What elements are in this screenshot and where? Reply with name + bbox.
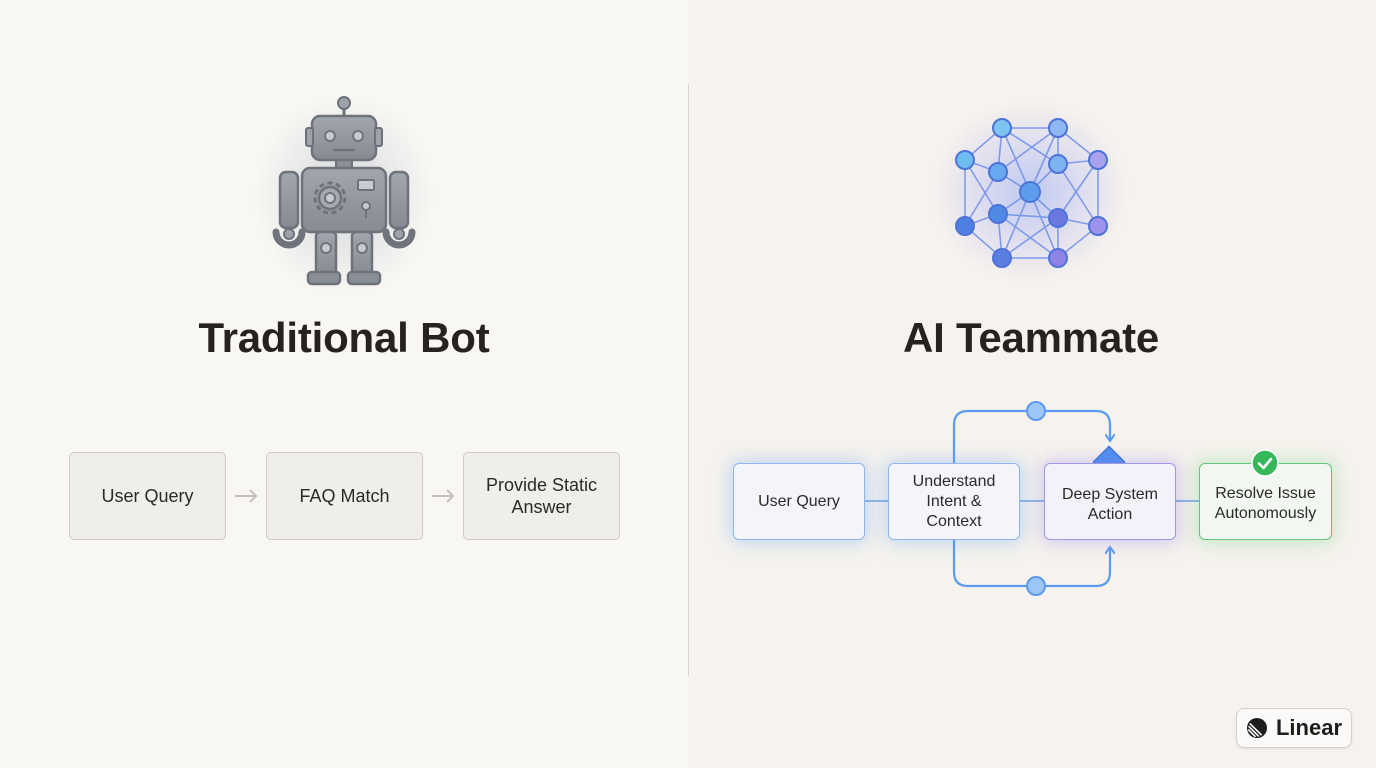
right-step-label: Resolve Issue Autonomously: [1214, 484, 1317, 522]
checkmark-icon: [1251, 449, 1279, 477]
robot-icon: [254, 86, 434, 296]
right-step-label: Understand Intent & Context: [912, 472, 996, 530]
brand-name: Linear: [1275, 715, 1343, 740]
right-step-user-query: User Query: [733, 463, 865, 540]
left-step-label: Provide Static Answer: [485, 475, 598, 517]
left-step-user-query: User Query: [69, 452, 226, 540]
left-arrow-2: [432, 489, 455, 503]
left-arrow-1: [235, 489, 258, 503]
neural-network-icon: [930, 100, 1130, 290]
right-step-label: Deep System Action: [1061, 485, 1159, 523]
left-step-label: FAQ Match: [299, 486, 390, 506]
right-step-deep-system-action: Deep System Action: [1044, 463, 1176, 540]
left-step-label: User Query: [101, 486, 194, 506]
loop-top-node: [1026, 401, 1046, 421]
loop-bottom-node: [1026, 576, 1046, 596]
ai-teammate-title: AI Teammate: [902, 314, 1160, 361]
right-step-resolve-issue: Resolve Issue Autonomously: [1199, 463, 1332, 540]
linear-logo-icon: [1246, 718, 1267, 738]
right-step-understand-intent: Understand Intent & Context: [888, 463, 1020, 540]
left-step-static-answer: Provide Static Answer: [463, 452, 620, 540]
traditional-bot-title: Traditional Bot: [198, 314, 490, 361]
right-step-label: User Query: [758, 492, 840, 510]
linear-badge[interactable]: Linear: [1236, 708, 1352, 748]
left-step-faq-match: FAQ Match: [266, 452, 423, 540]
panel-divider: [688, 84, 689, 676]
